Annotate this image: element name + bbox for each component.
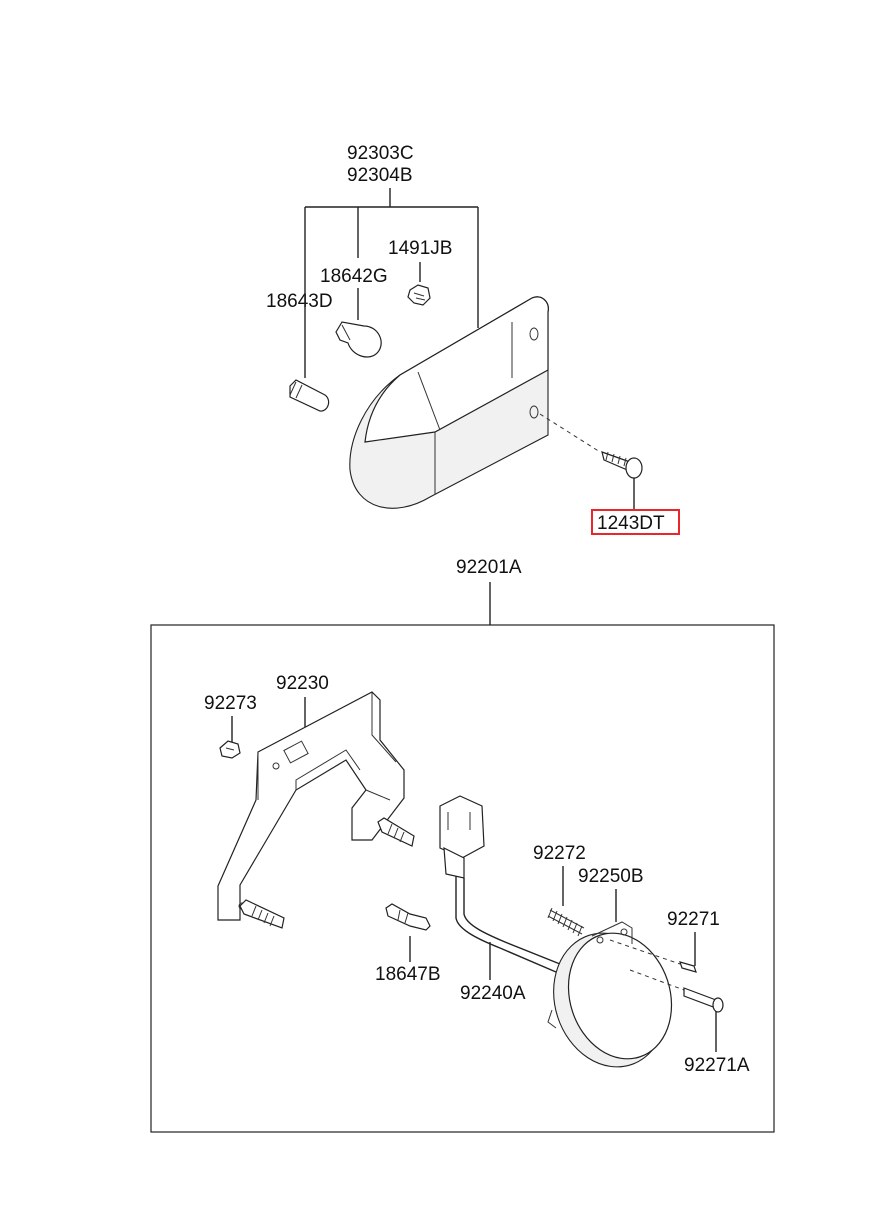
harness-92240A: [439, 795, 561, 973]
label-18647B[interactable]: 18647B: [375, 964, 441, 985]
highlight-box-1243DT: [591, 509, 680, 535]
label-1491JB[interactable]: 1491JB: [388, 238, 452, 259]
label-92272[interactable]: 92272: [533, 843, 586, 864]
upper-lamp-assembly: 92303C 92304B 1491JB 18642G 18643D: [266, 143, 680, 535]
socket-18647B: [385, 903, 431, 931]
label-1243DT[interactable]: 1243DT: [597, 513, 665, 534]
leader-lines-lower: [231, 697, 717, 1052]
bracket-bolts: [239, 817, 415, 929]
assembly-frame: [150, 624, 775, 1133]
screw-92271: [609, 939, 697, 973]
label-92230[interactable]: 92230: [276, 673, 329, 694]
clip-1491JB: [407, 284, 431, 306]
label-92271A[interactable]: 92271A: [684, 1055, 750, 1076]
label-18642G[interactable]: 18642G: [320, 266, 388, 287]
screw-1243DT: [539, 413, 643, 510]
lower-fog-lamp-assembly: 92201A 92230 92273 92272 92250B 92271 18…: [150, 557, 775, 1133]
side-lamp-housing: [349, 296, 549, 509]
leader-92303C: [304, 188, 479, 378]
nut-92273: [219, 740, 241, 759]
label-18643D[interactable]: 18643D: [266, 291, 333, 312]
bulb-18643D-icon: [289, 379, 330, 412]
spring-92272: [547, 907, 585, 937]
bracket-92230: [217, 691, 405, 921]
screw-92271A: [629, 969, 724, 1013]
label-92273[interactable]: 92273: [204, 693, 257, 714]
label-92201A[interactable]: 92201A: [456, 557, 522, 578]
fog-lamp-92250B: [547, 921, 673, 1068]
label-92304B[interactable]: 92304B: [347, 165, 413, 186]
label-92250B[interactable]: 92250B: [578, 866, 644, 887]
label-92240A[interactable]: 92240A: [460, 983, 526, 1004]
label-92303C[interactable]: 92303C: [347, 143, 414, 164]
label-92271[interactable]: 92271: [667, 909, 720, 930]
bulb-18642G-icon: [335, 321, 382, 358]
